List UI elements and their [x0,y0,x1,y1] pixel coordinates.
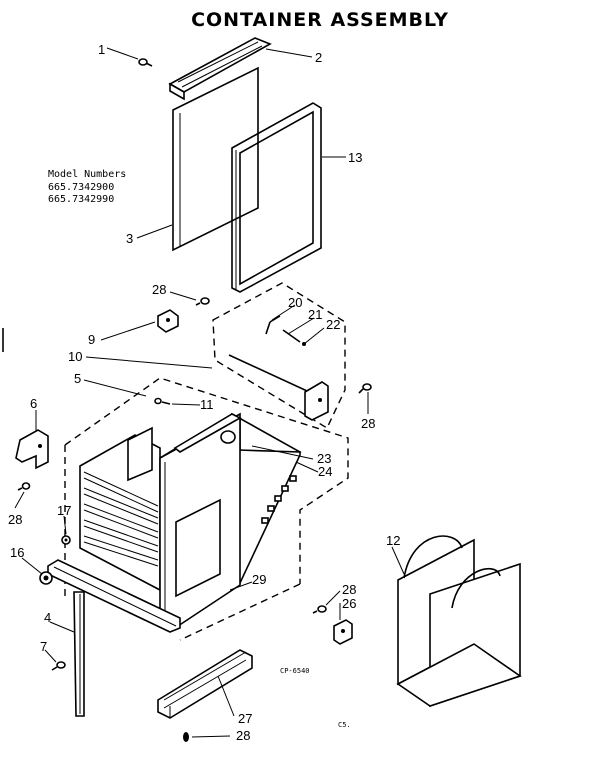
model-numbers-block: Model Numbers 665.7342900 665.7342990 [48,169,126,205]
callout-13: 13 [348,150,362,165]
container-envelope-top [64,377,349,584]
part-7-screw [51,661,66,671]
footer-mark: C5. [338,721,351,729]
model-numbers-heading: Model Numbers [48,169,126,180]
callout-28-b: 28 [361,416,375,431]
leader-lines [14,47,405,738]
part-11-screw [154,397,171,405]
part-9-bracket [157,309,179,333]
callout-6: 6 [30,396,37,411]
callout-11: 11 [200,397,214,412]
callout-23: 23 [317,451,331,466]
part-16-knob [39,571,53,585]
callout-29: 29 [252,572,266,587]
part-12-basket [396,535,522,708]
callout-12: 12 [386,533,400,548]
part-6-bracket [15,429,49,470]
callout-2: 2 [315,50,322,65]
part-13-frame [231,102,322,293]
callout-numbers: 1 2 3 13 28 9 10 5 11 20 21 22 28 23 24 … [8,42,400,743]
screw-28-d [312,605,327,614]
callout-28-e: 28 [236,728,250,743]
callout-7: 7 [40,639,47,654]
model-number-2: 665.7342990 [48,194,114,205]
callout-27: 27 [238,711,252,726]
callout-1: 1 [98,42,105,57]
callout-20: 20 [288,295,302,310]
part-27-channel [157,649,253,719]
callout-28-d: 28 [342,582,356,597]
model-number-1: 665.7342900 [48,182,114,193]
callout-28-c: 28 [8,512,22,527]
callout-24: 24 [318,464,332,479]
drawing-code: CP-6540 [280,667,310,675]
callout-22: 22 [326,317,340,332]
part-17-nut [61,535,71,545]
screw-28-c [17,482,31,491]
container-envelope-bottom [179,583,301,641]
callout-4: 4 [44,610,51,625]
parts-20-22-rod [228,315,319,397]
part-1-screw [138,58,153,67]
screw-28-e [183,732,189,742]
callout-3: 3 [126,231,133,246]
part-4-leg [73,591,85,717]
part-3-panel [172,66,259,252]
callout-17: 17 [57,503,71,518]
subassembly-box-20-22 [212,282,346,430]
callout-5: 5 [74,371,81,386]
part-5-container-body [79,412,302,629]
screw-28-a [195,297,210,306]
callout-26: 26 [342,596,356,611]
callout-9: 9 [88,332,95,347]
callout-21: 21 [308,307,322,322]
screw-28-b [358,383,372,394]
callout-16: 16 [10,545,24,560]
part-26-bracket [333,619,353,645]
diagram-title: CONTAINER ASSEMBLY [191,9,449,31]
callout-10: 10 [68,349,82,364]
subassembly-hinge-bracket [304,381,329,421]
callout-28-a: 28 [152,282,166,297]
part-2-top-cap [168,37,272,101]
